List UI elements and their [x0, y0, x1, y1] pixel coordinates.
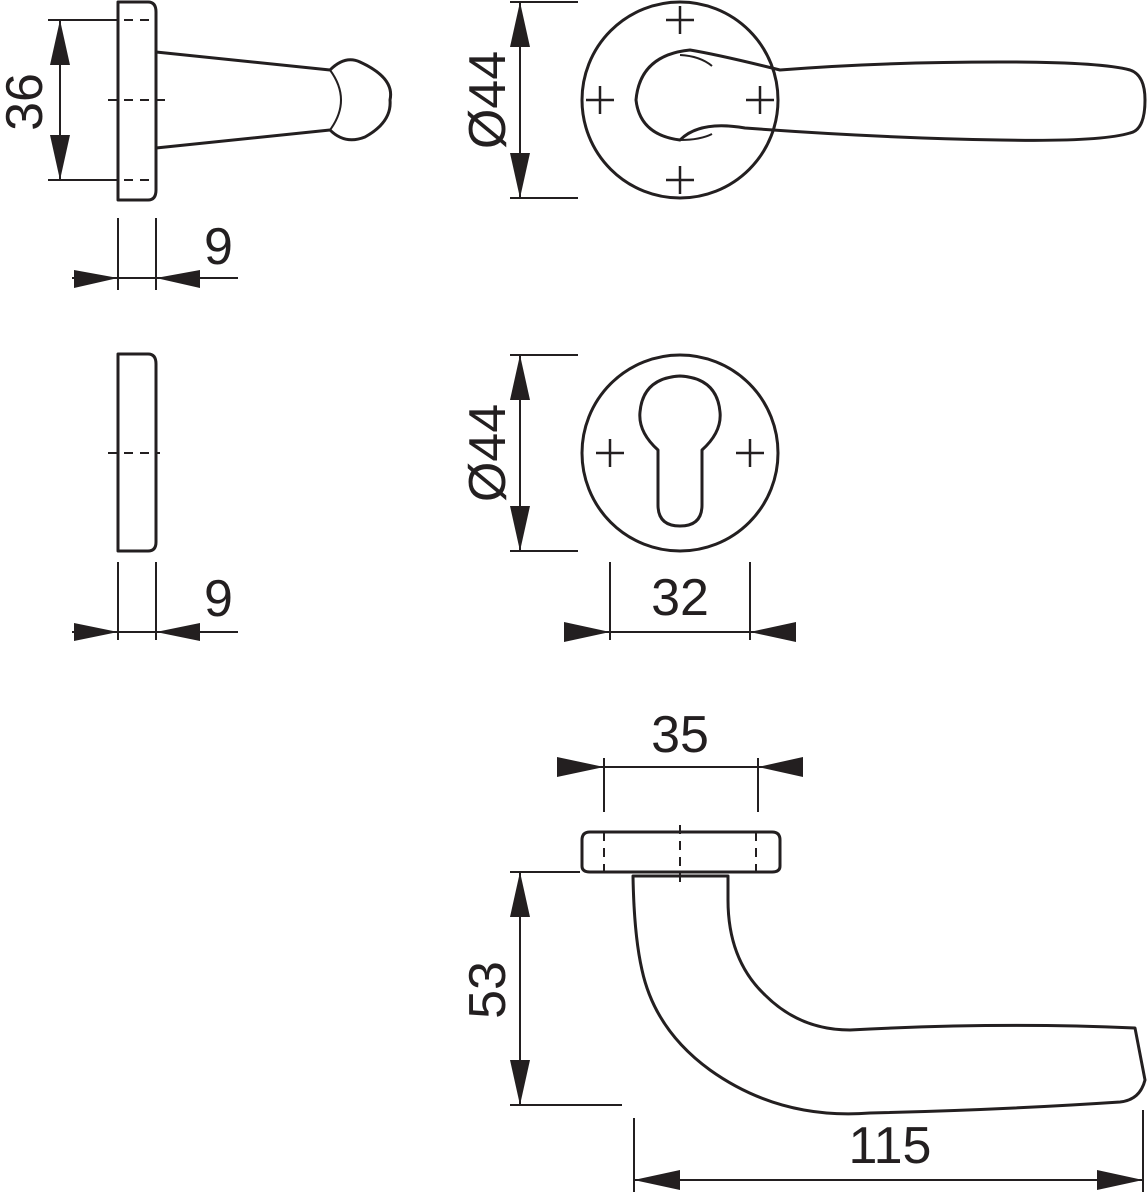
- dimension-rose-thickness: 9: [72, 218, 238, 290]
- rose-circle: [580, 0, 780, 200]
- rose-side-view: [108, 0, 393, 202]
- screw-cross-right: [746, 86, 774, 114]
- lever-front: [634, 48, 1147, 142]
- dimension-rose-height: 36: [0, 19, 110, 181]
- dimension-label-36: 36: [0, 73, 54, 131]
- dimension-cylinder-spacing: 32: [564, 562, 796, 642]
- lever-front-neck-bottom: [679, 133, 713, 141]
- dimension-lever-height: 53: [459, 871, 622, 1106]
- lever-side-view: [580, 825, 1147, 1116]
- lever-front-neck: [679, 54, 713, 67]
- escutcheon-front-view: [580, 353, 780, 553]
- rose-plate-side: [116, 0, 158, 202]
- dimension-label-115: 115: [849, 1117, 932, 1175]
- rose-front-view: [580, 0, 1147, 200]
- dimension-label-35: 35: [651, 706, 709, 764]
- dimension-label-9-middle: 9: [204, 570, 233, 628]
- screw-cross-escutcheon-left: [596, 439, 624, 467]
- dimension-label-diameter-middle: Ø44: [459, 404, 517, 502]
- dimension-base-width: 35: [557, 706, 803, 812]
- dimension-label-53: 53: [459, 961, 517, 1019]
- dimension-lever-length: 115: [633, 1110, 1144, 1192]
- lever-base-plate: [580, 830, 782, 874]
- dimension-label-diameter-top: Ø44: [459, 51, 517, 149]
- dimension-label-9-top: 9: [204, 218, 233, 276]
- dimension-escutcheon-thickness: 9: [72, 562, 238, 641]
- screw-cross-escutcheon-right: [736, 439, 764, 467]
- lever-side-body: [631, 874, 1147, 1116]
- dimension-rose-diameter: Ø44: [459, 1, 578, 199]
- cylinder-keyhole: [638, 374, 722, 528]
- lever-stub-side: [154, 50, 393, 150]
- lever-stub-inner: [329, 69, 342, 131]
- dimension-label-32: 32: [651, 569, 709, 627]
- screw-cross-left: [586, 86, 614, 114]
- escutcheon-plate-side: [116, 352, 158, 553]
- escutcheon-side-view: [108, 352, 160, 553]
- screw-cross-top: [666, 6, 694, 34]
- escutcheon-circle: [580, 353, 780, 553]
- screw-cross-bottom: [666, 166, 694, 194]
- dimension-escutcheon-diameter: Ø44: [459, 354, 578, 552]
